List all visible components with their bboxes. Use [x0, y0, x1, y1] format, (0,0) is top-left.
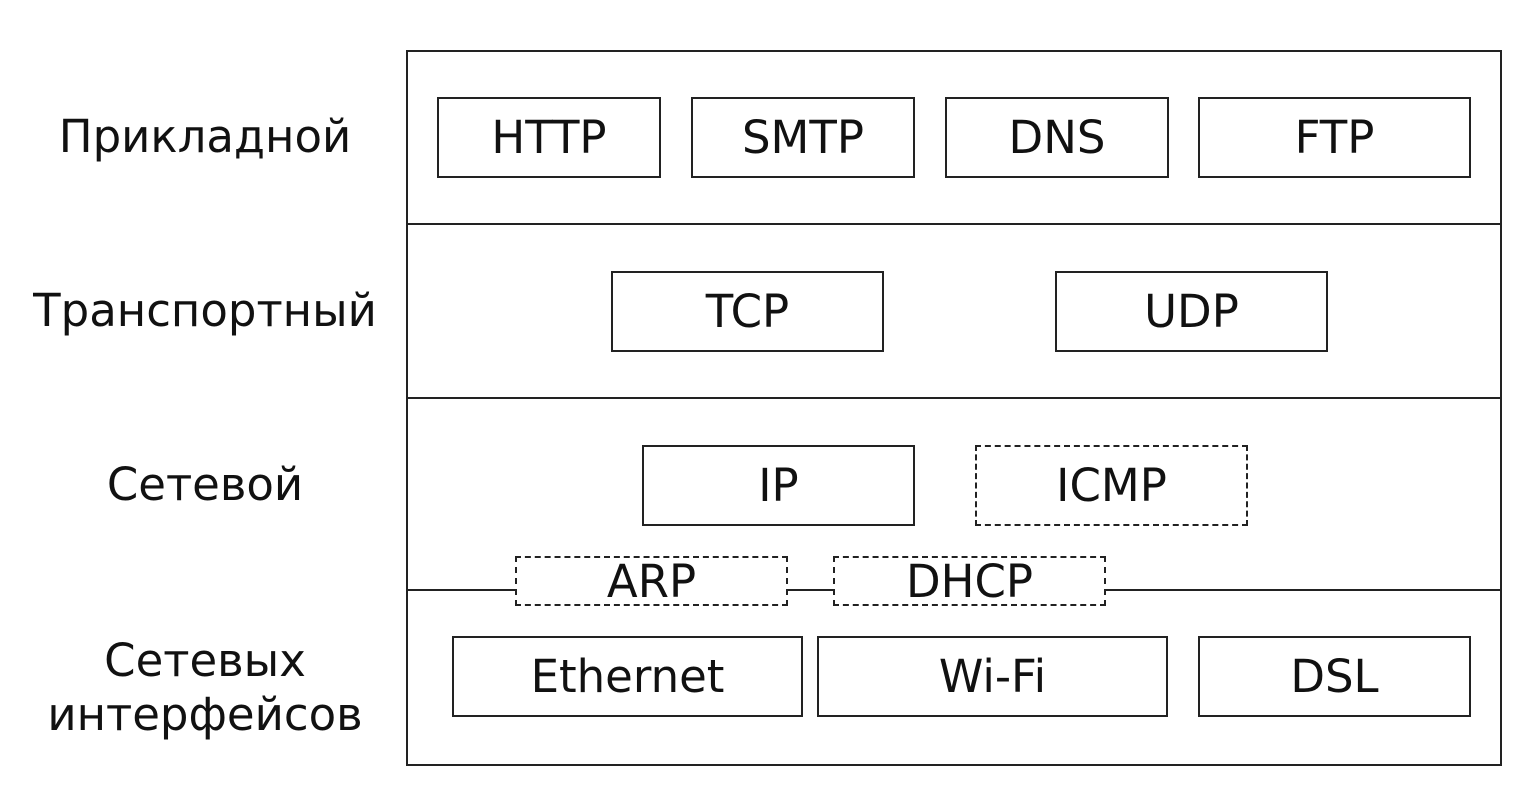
- protocol-box-tcp: TCP: [611, 271, 884, 352]
- protocol-box-ip: IP: [642, 445, 915, 526]
- layer-label-transport: Транспортный: [33, 284, 377, 337]
- protocol-box-icmp: ICMP: [975, 445, 1248, 526]
- protocol-box-dhcp: DHCP: [833, 556, 1106, 606]
- protocol-box-dns: DNS: [945, 97, 1169, 178]
- protocol-box-ethernet: Ethernet: [452, 636, 803, 717]
- protocol-box-smtp: SMTP: [691, 97, 915, 178]
- layer-label-application: Прикладной: [58, 110, 352, 163]
- protocol-box-wifi: Wi-Fi: [817, 636, 1168, 717]
- layer-stack-frame: [406, 50, 1502, 766]
- layer-divider-transport-network: [406, 397, 1502, 399]
- protocol-box-ftp: FTP: [1198, 97, 1471, 178]
- protocol-box-arp: ARP: [515, 556, 788, 606]
- layer-label-network: Сетевой: [106, 458, 304, 511]
- layer-label-link: Сетевых интерфейсов: [47, 634, 363, 741]
- layer-divider-application-transport: [406, 223, 1502, 225]
- protocol-box-udp: UDP: [1055, 271, 1328, 352]
- protocol-box-dsl: DSL: [1198, 636, 1471, 717]
- protocol-box-http: HTTP: [437, 97, 661, 178]
